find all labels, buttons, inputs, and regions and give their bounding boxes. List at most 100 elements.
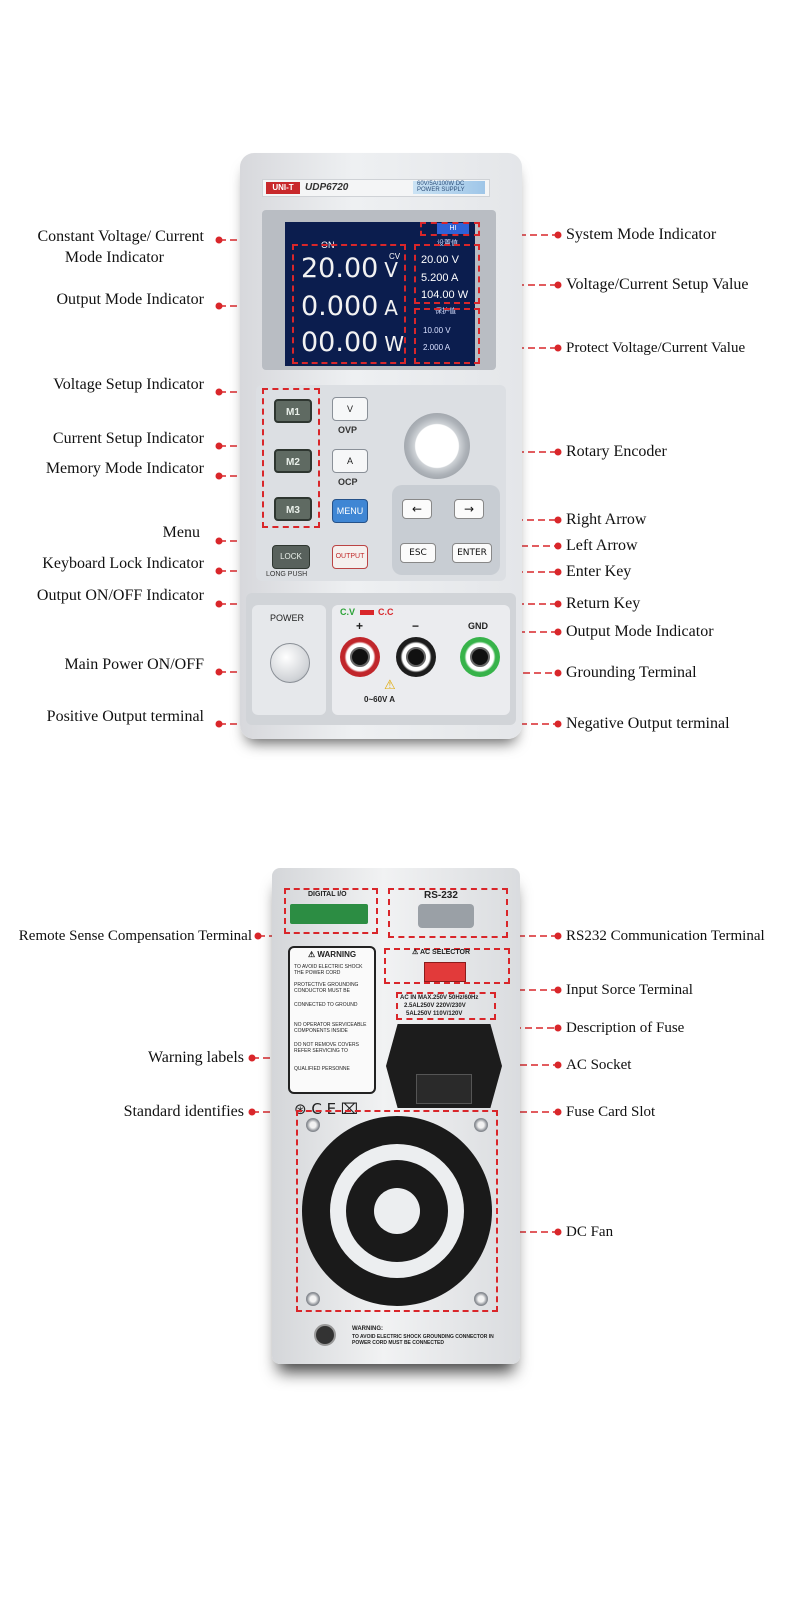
callout-input-source: Input Sorce Terminal — [566, 982, 693, 998]
warning-line: CONNECTED TO GROUND — [294, 1002, 358, 1008]
memory-highlight — [262, 388, 320, 528]
gnd-label: GND — [468, 621, 488, 631]
long-push-label: LONG PUSH — [266, 571, 308, 578]
callout-fuse-slot: Fuse Card Slot — [566, 1104, 656, 1120]
callout-dc-fan: DC Fan — [566, 1224, 614, 1240]
setup-power: 104.00 W — [421, 289, 469, 301]
ground-screw[interactable] — [314, 1324, 336, 1346]
fuse-card-slot[interactable] — [416, 1074, 472, 1104]
digital-io-label: DIGITAL I/O — [308, 891, 347, 898]
front-panel: UNI-T UDP6720 60V/5A/100W DC POWER SUPPL… — [240, 153, 522, 739]
power-button[interactable] — [270, 643, 310, 683]
current-button[interactable]: A — [332, 449, 368, 473]
callout-rotary-encoder: Rotary Encoder — [566, 443, 667, 460]
callout-memory-mode: Memory Mode Indicator — [45, 460, 204, 477]
output-button[interactable]: OUTPUT — [332, 545, 368, 569]
m2-button[interactable]: M2 — [274, 449, 312, 473]
cc-label: C.C — [378, 607, 394, 617]
ac-selector-highlight — [384, 948, 510, 984]
callout-keyboard-lock: Keyboard Lock Indicator — [42, 555, 204, 572]
callout-output-mode-led: Output Mode Indicator — [566, 623, 714, 640]
callout-rs232: RS232 Communication Terminal — [566, 928, 765, 944]
warning-line: NO OPERATOR SERVICEABLE COMPONENTS INSID… — [294, 1022, 367, 1034]
system-mode-highlight — [420, 222, 480, 236]
callout-current-setup: Current Setup Indicator — [52, 430, 204, 447]
cv-cc-indicator: CV — [389, 252, 401, 261]
brand-logo: UNI-T — [266, 182, 300, 194]
warning-triangle-icon: ⚠ — [384, 677, 396, 692]
callout-positive-terminal: Positive Output terminal — [46, 708, 204, 725]
keypad: M1 M2 M3 V OVP A OCP MENU LOCK LONG PUSH… — [256, 385, 506, 581]
callout-standard-identifies: Standard identifies — [123, 1103, 244, 1120]
protect-voltage: 10.00 V — [423, 326, 451, 335]
positive-terminal[interactable] — [340, 637, 380, 677]
screw — [474, 1118, 488, 1132]
protect-title: 保护值 — [435, 308, 456, 315]
callout-setup-value: Voltage/Current Setup Value — [566, 276, 749, 293]
rs232-highlight — [388, 888, 508, 938]
screw — [306, 1292, 320, 1306]
ground-terminal[interactable] — [460, 637, 500, 677]
bottom-warning-title: WARNING: — [352, 1326, 383, 1332]
callout-voltage-setup: Voltage Setup Indicator — [53, 376, 204, 393]
minus-label: − — [412, 619, 420, 633]
digital-io-highlight — [284, 888, 378, 934]
rear-panel: DIGITAL I/O RS-232 ⚠ WARNING TO AVOID EL… — [272, 868, 520, 1364]
warning-title: ⚠ WARNING — [308, 950, 357, 959]
ac-selector-switch[interactable] — [424, 962, 466, 982]
screw — [474, 1292, 488, 1306]
cv-label: C.V — [340, 607, 356, 617]
output-mode-highlight — [292, 244, 406, 364]
callout-remote-sense: Remote Sense Compensation Terminal — [18, 928, 252, 944]
setup-value-highlight — [414, 244, 480, 304]
arrow-pad: ← → ESC ENTER — [392, 485, 500, 575]
callout-right-arrow: Right Arrow — [566, 511, 647, 528]
ac-selector-label: ⚠ AC SELECTOR — [412, 949, 471, 956]
warning-line: DO NOT REMOVE COVERS REFER SERVICING TO — [294, 1042, 359, 1054]
mode-led — [360, 610, 374, 615]
callout-fuse-description: Description of Fuse — [566, 1020, 685, 1036]
terminal-area: POWER C.V C.C + − GND ⚠ 0~60V A — [246, 593, 516, 725]
callout-ac-socket: AC Socket — [566, 1057, 632, 1073]
range-label: 0~60V A — [364, 695, 396, 704]
m1-button[interactable]: M1 — [274, 399, 312, 423]
left-arrow-button[interactable]: ← — [402, 499, 432, 519]
lock-button[interactable]: LOCK — [272, 545, 310, 569]
spec-label: 60V/5A/100W DC POWER SUPPLY — [413, 181, 485, 194]
negative-terminal[interactable] — [396, 637, 436, 677]
callout-cv-cc-2: Mode Indicator — [64, 249, 164, 266]
rs232-port[interactable] — [418, 904, 474, 928]
bottom-warning-text: TO AVOID ELECTRIC SHOCK GROUNDING CONNEC… — [352, 1334, 494, 1346]
callout-return-key: Return Key — [566, 595, 641, 612]
callout-system-mode: System Mode Indicator — [566, 226, 717, 243]
callout-left-arrow: Left Arrow — [566, 537, 638, 554]
callout-enter-key: Enter Key — [566, 563, 632, 580]
fuse-desc-line: AC IN MAX.250V 50Hz/60Hz — [400, 995, 479, 1001]
enter-button[interactable]: ENTER — [452, 543, 492, 563]
esc-button[interactable]: ESC — [400, 543, 436, 563]
m3-button[interactable]: M3 — [274, 497, 312, 521]
ovp-label: OVP — [338, 425, 358, 435]
plus-label: + — [356, 619, 364, 633]
menu-button[interactable]: MENU — [332, 499, 368, 523]
remote-sense-terminal[interactable] — [290, 904, 368, 924]
screw — [306, 1118, 320, 1132]
certification-icons: ⊛ C E ⌧ — [294, 1100, 359, 1118]
callout-warning-labels: Warning labels — [147, 1049, 244, 1066]
fuse-desc-line: 2.5AL250V 220V/230V — [404, 1003, 466, 1009]
callout-output-onoff: Output ON/OFF Indicator — [36, 587, 204, 604]
fuse-desc-line: 5AL250V 110V/120V — [406, 1011, 463, 1017]
callout-grounding-terminal: Grounding Terminal — [566, 664, 697, 681]
warning-label: ⚠ WARNING TO AVOID ELECTRIC SHOCK THE PO… — [288, 946, 376, 1094]
rotary-encoder[interactable] — [404, 413, 470, 479]
callout-cv-cc: Constant Voltage/ Current — [37, 228, 204, 245]
right-arrow-button[interactable]: → — [454, 499, 484, 519]
callout-output-mode: Output Mode Indicator — [56, 291, 204, 308]
voltage-button[interactable]: V — [332, 397, 368, 421]
rs232-label: RS-232 — [424, 890, 458, 901]
fan-hub — [374, 1188, 420, 1234]
